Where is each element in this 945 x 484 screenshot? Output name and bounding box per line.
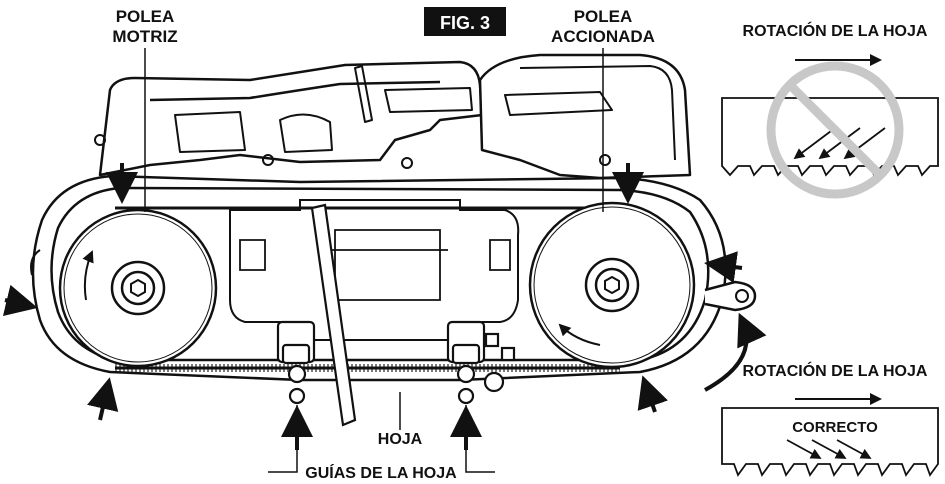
driven-pulley-label-line2: ACCIONADA (551, 27, 655, 46)
rear-handle (478, 53, 692, 180)
figure-label: FIG. 3 (440, 13, 490, 33)
blade-guides-assembly (276, 320, 516, 405)
blade-guides-label: GUÍAS DE LA HOJA (305, 463, 457, 482)
driven-pulley (528, 201, 696, 369)
inset-wrong-blade (721, 97, 939, 177)
blade (310, 203, 357, 427)
inset-wrong-title: ROTACIÓN DE LA HOJA (743, 21, 928, 40)
pointer-arrows (2, 163, 767, 450)
center-plate (229, 199, 520, 341)
inset-correct-cut-arrows (786, 439, 872, 459)
drive-pulley-label-line2: MOTRIZ (112, 27, 177, 46)
motor-housing (98, 60, 484, 177)
arrow-bottom-right (637, 375, 668, 413)
inset-correct-rotation: ROTACIÓN DE LA HOJA CORRECTO (721, 361, 939, 477)
inset-correct-title: ROTACIÓN DE LA HOJA (743, 361, 928, 380)
inset-correct-caption: CORRECTO (792, 419, 878, 436)
blade-band (115, 206, 620, 372)
drive-pulley (58, 208, 218, 368)
inset-wrong-rotation: ROTACIÓN DE LA HOJA (721, 21, 939, 199)
arrow-rotation-curve (704, 312, 767, 392)
drive-pulley-label-line1: POLEA (116, 7, 175, 26)
figure-badge (424, 7, 506, 36)
inset-correct-blade (721, 407, 939, 477)
arrow-bottom-left (87, 377, 119, 421)
saw-body (94, 53, 692, 180)
blade-label: HOJA (378, 431, 423, 448)
arrow-left (2, 284, 38, 316)
arrow-right (704, 251, 743, 284)
driven-pulley-label-line1: POLEA (574, 7, 633, 26)
prohibited-icon (766, 61, 904, 199)
